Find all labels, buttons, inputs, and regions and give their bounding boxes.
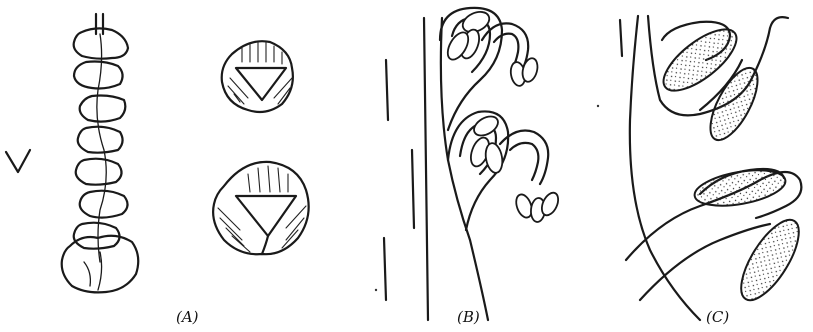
stray-dot <box>597 105 599 107</box>
panel-label-b: (B) <box>457 308 480 326</box>
panel-label-c: (C) <box>706 308 729 326</box>
panel-a-tetrad-large <box>213 162 309 254</box>
panel-label-a: (A) <box>176 308 199 326</box>
panel-b-sporangia <box>440 8 561 223</box>
panel-a-tetrad-small <box>222 41 293 112</box>
panel-a-spore-chain <box>62 14 139 292</box>
stray-mark <box>6 150 30 172</box>
